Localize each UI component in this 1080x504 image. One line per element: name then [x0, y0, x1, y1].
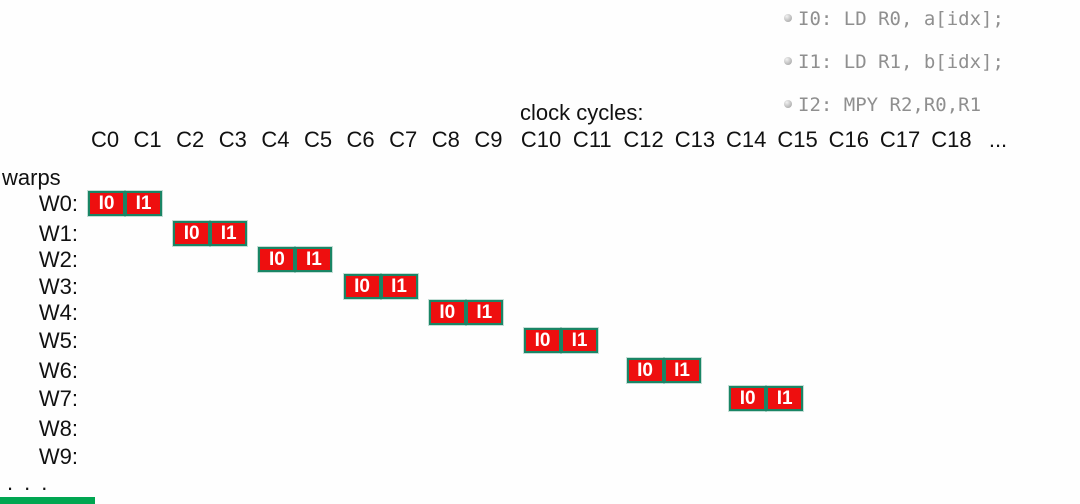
sphere-bullet-icon	[784, 99, 792, 108]
accent-bar	[0, 497, 95, 504]
instr-box-w6-i0: I0	[626, 358, 664, 383]
warp-label-w2: W2:	[38, 247, 78, 272]
cycle-label-c10: C10	[520, 127, 562, 152]
cycle-label-c4: C4	[261, 127, 290, 152]
instr-box-w0-i0: I0	[88, 191, 125, 216]
cycle-label-c1: C1	[133, 127, 162, 152]
sphere-bullet-icon	[784, 56, 792, 65]
warp-label-w0: W0:	[38, 191, 78, 216]
warp-label-w4: W4:	[38, 300, 78, 325]
code-line-2: I2: MPY R2,R0,R1	[784, 92, 1004, 118]
instr-box-w1-i0: I0	[173, 221, 211, 246]
cycle-label-c5: C5	[303, 127, 333, 152]
cycle-label-c6: C6	[346, 127, 375, 152]
warp-label-w8: W8:	[38, 416, 78, 441]
warp-label-w6: W6:	[38, 358, 78, 383]
instr-box-w4-i0: I0	[428, 300, 466, 325]
code-line-1: I1: LD R1, b[idx];	[784, 49, 1004, 75]
warp-label-w1: W1:	[38, 221, 78, 246]
instr-box-w5-i0: I0	[524, 328, 561, 353]
more-warps-ellipsis: ...	[7, 470, 59, 495]
instr-box-w3-i1: I1	[380, 274, 418, 299]
instr-box-w2-i1: I1	[295, 247, 333, 272]
instruction-code-list: I0: LD R0, a[idx]; I1: LD R1, b[idx]; I2: …	[784, 6, 1004, 135]
warp-label-w3: W3:	[38, 274, 78, 299]
instr-box-w4-i1: I1	[465, 300, 503, 325]
instr-box-w6-i1: I1	[663, 358, 701, 383]
instr-box-w0-i1: I1	[125, 191, 162, 216]
cycle-label-c0: C0	[90, 127, 120, 152]
warp-label-w5: W5:	[38, 328, 78, 353]
cycle-label-c13: C13	[674, 127, 716, 152]
warp-label-w9: W9:	[38, 444, 78, 469]
warps-axis-title: warps	[2, 165, 61, 190]
code-line-text: I0: LD R0, a[idx];	[798, 8, 1004, 30]
cycle-label-c11: C11	[572, 127, 612, 152]
cycle-label-ellipsis: ...	[988, 127, 1008, 152]
instr-box-w7-i1: I1	[766, 386, 804, 411]
cycle-label-c17: C17	[879, 127, 921, 152]
instr-box-w2-i0: I0	[258, 247, 296, 272]
instr-box-w5-i1: I1	[561, 328, 598, 353]
warp-label-w7: W7:	[38, 386, 78, 411]
cycle-label-c18: C18	[931, 127, 972, 152]
cycle-label-c12: C12	[623, 127, 664, 152]
instr-box-w1-i1: I1	[210, 221, 248, 246]
instr-box-w7-i0: I0	[729, 386, 767, 411]
cycle-label-c14: C14	[726, 127, 767, 152]
cycle-label-c8: C8	[431, 127, 460, 152]
cycle-label-c16: C16	[828, 127, 869, 152]
code-line-text: I1: LD R1, b[idx];	[798, 51, 1004, 73]
clock-cycles-title: clock cycles:	[520, 100, 644, 125]
code-line-text: I2: MPY R2,R0,R1	[798, 94, 982, 116]
instr-box-w3-i0: I0	[343, 274, 381, 299]
cycle-label-c2: C2	[176, 127, 205, 152]
cycle-label-c9: C9	[474, 127, 503, 152]
cycle-label-c7: C7	[389, 127, 418, 152]
cycle-label-c15: C15	[777, 127, 818, 152]
code-line-0: I0: LD R0, a[idx];	[784, 6, 1004, 32]
cycle-label-c3: C3	[218, 127, 247, 152]
sphere-bullet-icon	[784, 13, 792, 22]
